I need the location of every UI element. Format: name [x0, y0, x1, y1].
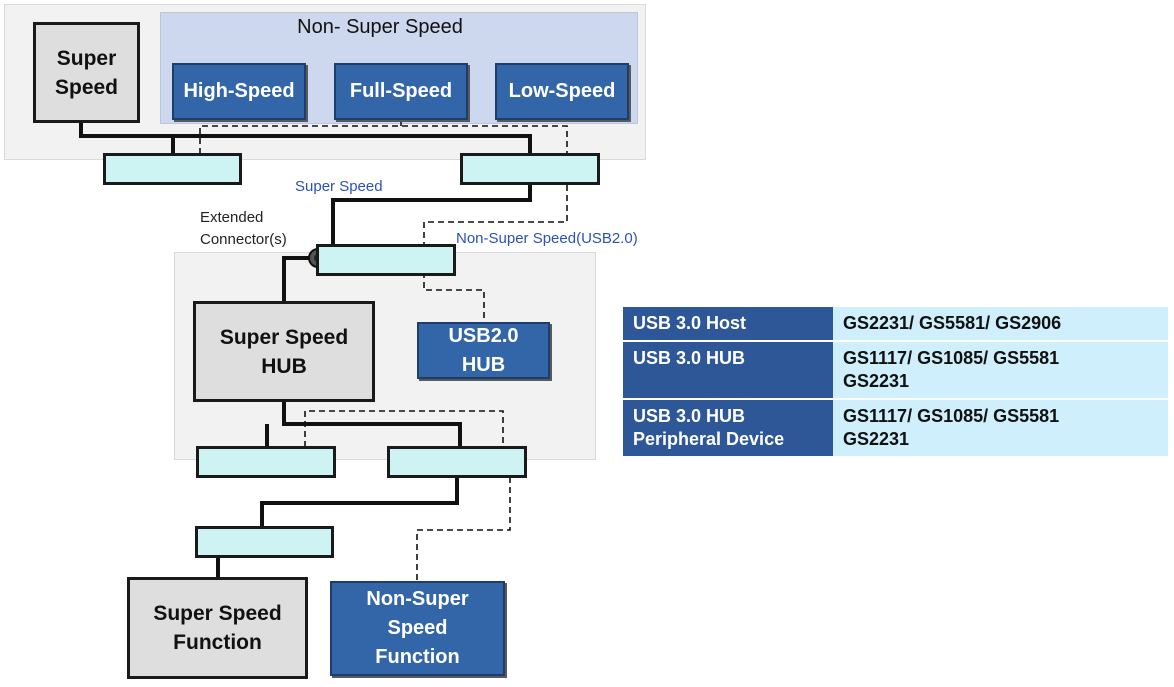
models-cell: GS1117/ GS1085/ GS5581 GS2231: [833, 341, 1168, 400]
category-cell: USB 3.0 HUB: [623, 341, 833, 400]
table-row: USB 3.0 HUB Peripheral Device GS1117/ GS…: [623, 399, 1168, 458]
super-speed-cable: [331, 185, 532, 246]
category-cell: USB 3.0 Host: [623, 307, 833, 342]
category-cell: USB 3.0 HUB Peripheral Device: [623, 399, 833, 458]
usb2-function-cable: [416, 477, 511, 582]
host-super-speed-box: Super Speed: [33, 22, 140, 123]
extended-connector-label: Extended Connector(s): [200, 209, 287, 248]
models-cell: GS2231/ GS5581/ GS2906: [833, 307, 1168, 342]
host-port-right: [460, 153, 600, 185]
extended-connector-link: [282, 256, 318, 302]
table-row: USB 3.0 Host GS2231/ GS5581/ GS2906: [623, 307, 1168, 342]
super-speed-lines: [79, 123, 532, 578]
host-high-speed-box: High-Speed: [172, 63, 306, 120]
usb2-hub-bus: [304, 410, 504, 447]
table-row: USB 3.0 HUB GS1117/ GS1085/ GS5581 GS223…: [623, 341, 1168, 400]
super-speed-hub-box: Super Speed HUB: [193, 301, 375, 402]
super-speed-function-box: Super Speed Function: [127, 577, 308, 679]
function-port: [195, 526, 334, 558]
hub-downstream-bus: [282, 402, 462, 447]
product-table: USB 3.0 Host GS2231/ GS5581/ GS2906 USB …: [623, 307, 1168, 458]
host-full-speed-box: Full-Speed: [334, 63, 468, 120]
host-usb2-bus: [199, 125, 568, 154]
super-speed-label: Super Speed: [295, 178, 383, 195]
host-port-left: [103, 153, 242, 185]
non-super-speed-title: Non- Super Speed: [297, 16, 463, 38]
hub-port-right: [387, 446, 527, 478]
host-low-speed-box: Low-Speed: [495, 63, 629, 120]
hub-port-left: [196, 446, 336, 478]
usb2-hub-box: USB2.0 HUB: [417, 322, 550, 379]
non-super-speed-usb2-label: Non-Super Speed(USB2.0): [456, 230, 638, 247]
function-cable: [260, 477, 459, 527]
models-cell: GS1117/ GS1085/ GS5581 GS2231: [833, 399, 1168, 458]
host-super-speed-bus: [79, 123, 532, 154]
non-super-speed-function-box: Non-Super Speed Function: [330, 581, 505, 676]
hub-upstream-port: [316, 244, 456, 276]
